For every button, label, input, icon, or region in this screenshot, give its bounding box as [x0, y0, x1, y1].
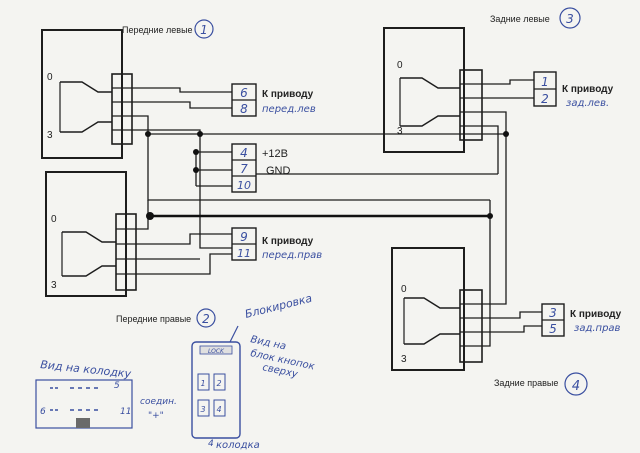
group-number-2: 2	[202, 312, 210, 326]
switch-connector	[111, 73, 133, 145]
switch-module-rear-right: 0 3	[391, 247, 483, 371]
to-drive-label-front-right: К приводу	[262, 236, 314, 247]
button-2: 2	[216, 379, 221, 388]
junction-dot	[145, 131, 151, 137]
position-open-label: 0	[397, 60, 403, 71]
switch-connector	[115, 213, 137, 291]
switch-housing	[41, 29, 123, 159]
front-left-note: перед.лев	[262, 104, 316, 115]
position-open-label: 0	[47, 72, 53, 83]
joined-note: соедин.	[140, 397, 177, 407]
connector-pin-6: 6	[40, 407, 46, 417]
lock-text: LOCK	[208, 348, 225, 355]
terminal-11: 11	[237, 247, 251, 260]
terminal-2: 2	[541, 92, 549, 106]
switch-module-front-left: 0 3	[41, 29, 133, 159]
position-closed-label: 3	[47, 130, 53, 141]
inset-connector-view: Вид на колодку 5 6 11 соедин. "+"	[35, 358, 177, 429]
button-1: 1	[200, 379, 205, 388]
to-drive-label-rear-left: К приводу	[562, 84, 614, 95]
terminal-block-rear-left: 1 2	[533, 71, 557, 107]
block-label: колодка	[216, 440, 260, 451]
position-closed-label: 3	[397, 126, 403, 137]
junction-dot	[487, 213, 493, 219]
switch-housing	[383, 27, 465, 153]
junction-dot	[503, 131, 509, 137]
wiring	[132, 79, 542, 347]
terminal-10: 10	[237, 179, 251, 192]
rear-left-note: зад.лев.	[566, 98, 609, 109]
rear-right-note: зад.прав	[574, 323, 621, 334]
to-drive-label-rear-right: К приводу	[570, 309, 622, 320]
ground-label: GND	[266, 165, 291, 177]
junction-dot	[146, 212, 154, 220]
block-number: 4	[208, 439, 214, 449]
button-block-outline	[191, 341, 241, 439]
front-right-note: перед.прав	[262, 250, 322, 261]
terminal-4: 4	[240, 146, 248, 160]
plus-note: "+"	[148, 411, 164, 421]
lock-label: Блокировка	[244, 292, 314, 321]
connector-pin-11: 11	[120, 407, 131, 417]
button-4: 4	[216, 405, 221, 414]
position-open-label: 0	[401, 284, 407, 295]
group-label-front-right: Передние правые	[116, 314, 191, 324]
terminal-block-front-right: 9 11	[231, 227, 257, 261]
switch-connector	[459, 289, 483, 363]
group-label-front-left: Передние левые	[122, 25, 193, 35]
to-drive-label-front-left: К приводу	[262, 89, 314, 100]
junction-dot	[193, 167, 199, 173]
switch-housing	[391, 247, 465, 371]
terminal-9: 9	[240, 230, 248, 244]
terminal-5: 5	[549, 322, 557, 336]
position-closed-label: 3	[51, 280, 57, 291]
terminal-6: 6	[240, 86, 248, 100]
terminal-7: 7	[240, 162, 248, 176]
position-closed-label: 3	[401, 354, 407, 365]
terminal-3: 3	[549, 306, 557, 320]
switch-connector	[459, 69, 483, 141]
connector-view-label: Вид на колодку	[40, 358, 132, 381]
power-label: +12В	[262, 148, 288, 160]
group-label-rear-left: Задние левые	[490, 14, 550, 24]
group-label-rear-right: Задние правые	[494, 378, 558, 388]
group-number-1: 1	[200, 23, 208, 37]
switch-housing	[45, 171, 127, 297]
group-number-4: 4	[572, 379, 580, 394]
junction-dot	[193, 149, 199, 155]
terminal-block-rear-right: 3 5	[541, 303, 565, 337]
junction-dot	[197, 131, 203, 137]
connector-pin-5: 5	[114, 381, 120, 391]
position-open-label: 0	[51, 214, 57, 225]
terminal-1: 1	[541, 75, 549, 89]
group-number-3: 3	[566, 12, 574, 26]
terminal-block-front-left: 6 8	[231, 83, 257, 117]
switch-module-rear-left: 0 3	[383, 27, 483, 153]
terminal-block-power: 4 7 10	[231, 143, 257, 193]
switch-module-front-right: 0 3	[45, 171, 137, 297]
button-3: 3	[200, 405, 205, 414]
terminal-8: 8	[240, 102, 248, 116]
connector-key	[76, 418, 90, 428]
inset-button-block: Блокировка LOCK 1 2 3 4 Вид на блок кноп…	[191, 292, 316, 451]
